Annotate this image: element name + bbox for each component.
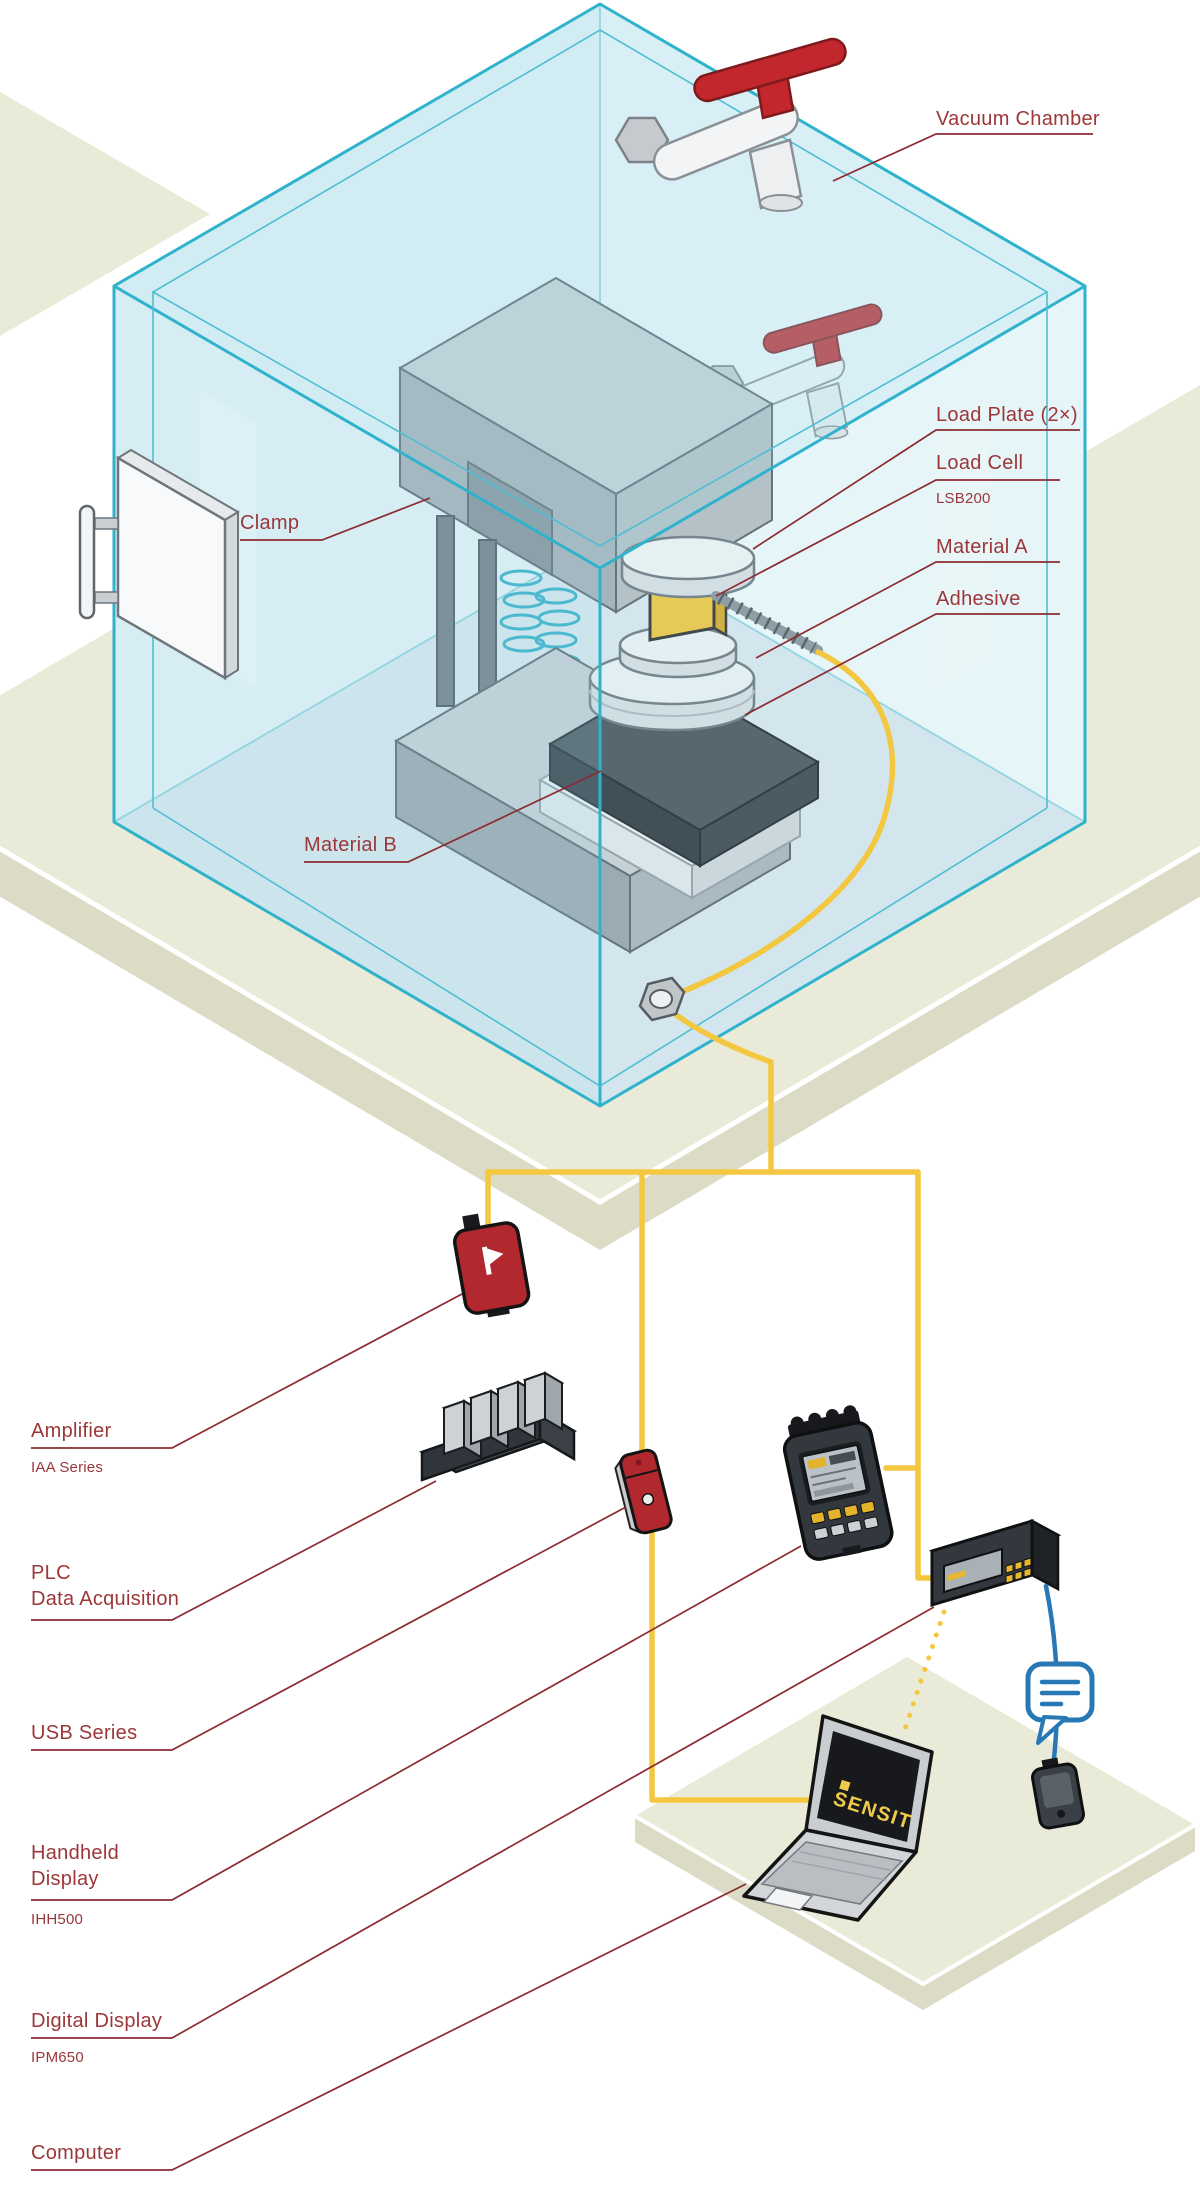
label-adhesive: Adhesive <box>936 586 1021 612</box>
label-text: Digital Display <box>31 2010 163 2032</box>
label-text: Handheld <box>31 1842 120 1864</box>
label-material-a: Material A <box>936 534 1028 560</box>
vacuum-chamber-glass <box>112 2 1087 1108</box>
handheld-keypad <box>810 1500 879 1540</box>
usb-device <box>614 1448 673 1535</box>
label-text: Display <box>31 1868 99 1890</box>
label-material-b: Material B <box>304 832 397 858</box>
label-text: Material B <box>304 834 398 856</box>
label-amplifier: Amplifier <box>31 1418 112 1444</box>
label-text: Computer <box>31 2142 122 2164</box>
leader-lines <box>31 133 1093 2171</box>
wireless-dotted-link <box>899 1609 947 1741</box>
clamp-post <box>436 515 455 707</box>
label-clamp: Clamp <box>240 510 299 536</box>
cable-gland <box>638 976 686 1022</box>
label-text: PLC <box>31 1562 71 1584</box>
chamber-door <box>78 448 240 681</box>
laptop-device: SENSIT <box>742 1714 934 1922</box>
label-vacuum-chamber: Vacuum Chamber <box>936 106 1100 132</box>
laptop-touchpad <box>762 1887 814 1911</box>
label-digital-display: Digital Display <box>31 2008 162 2034</box>
label-text: Material A <box>936 536 1028 558</box>
label-handheld-display: Handheld Display <box>31 1840 119 1892</box>
laptop-logo-icon <box>839 1779 851 1792</box>
door-handle <box>78 504 96 620</box>
label-amplifier-model: IAA Series <box>31 1459 104 1476</box>
threaded-rod <box>711 591 823 655</box>
label-computer: Computer <box>31 2140 121 2166</box>
chat-bubble-icon <box>1025 1661 1095 1745</box>
label-text: Load Cell <box>936 452 1024 474</box>
digital-display-device <box>928 1518 1062 1608</box>
label-load-plate: Load Plate (2×) <box>936 402 1078 428</box>
label-load-cell: Load Cell <box>936 450 1023 476</box>
plc-cards <box>441 1371 565 1459</box>
label-digital-display-model: IPM650 <box>31 2049 84 2066</box>
label-text: Adhesive <box>936 588 1021 610</box>
handheld-device <box>782 1405 894 1561</box>
label-text: Load Plate (2×) <box>936 404 1078 426</box>
signal-cable <box>485 649 935 1803</box>
label-plc: PLC Data Acquisition <box>31 1560 179 1612</box>
plc-device <box>419 1371 577 1482</box>
amplifier-device <box>452 1213 531 1318</box>
label-text: Vacuum Chamber <box>936 108 1100 130</box>
display-buttons <box>1005 1557 1032 1584</box>
label-text: Clamp <box>240 512 300 534</box>
load-plate-upper <box>620 535 756 599</box>
label-text: Data Acquisition <box>31 1588 180 1610</box>
label-load-cell-model: LSB200 <box>936 490 991 507</box>
label-text: Amplifier <box>31 1420 112 1442</box>
label-text: USB Series <box>31 1722 138 1744</box>
label-handheld-model: IHH500 <box>31 1911 84 1928</box>
brand-flag-icon <box>481 1246 504 1275</box>
sensor-device <box>1031 1757 1085 1830</box>
label-usb-series: USB Series <box>31 1720 137 1746</box>
